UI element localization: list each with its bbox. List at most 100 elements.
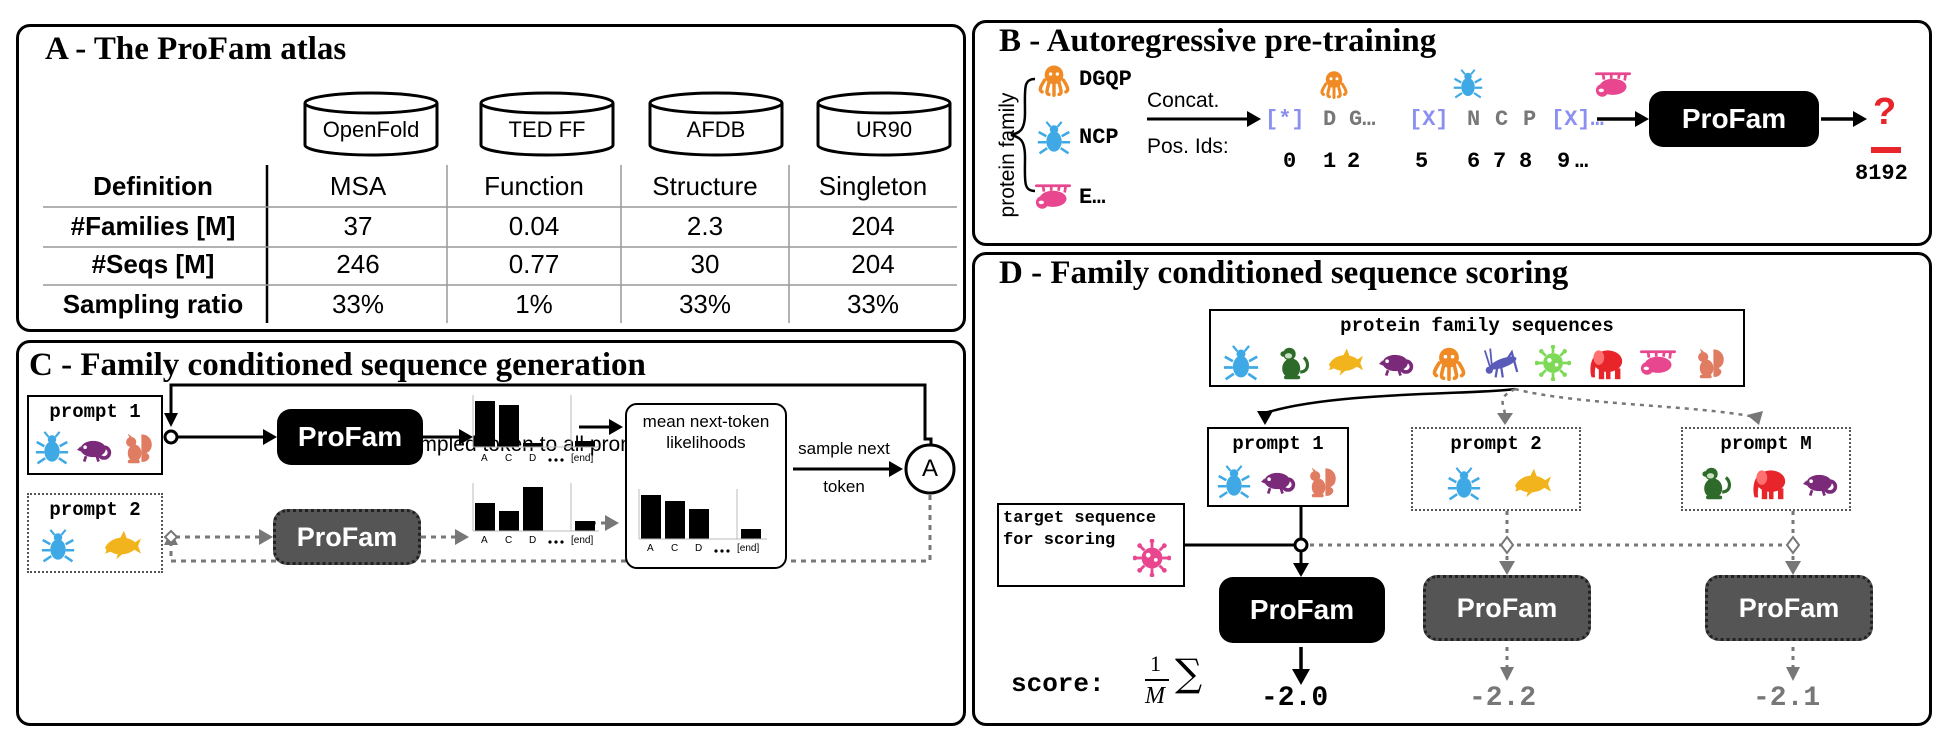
elephant-icon — [1749, 465, 1789, 501]
database-icon — [479, 103, 615, 157]
bar-end — [575, 521, 595, 531]
table-cell: Function — [484, 171, 584, 201]
database-label-afdb: AFDB — [686, 117, 746, 142]
target-sequence-box: target sequence for scoring — [997, 503, 1185, 587]
max-length: 8192 — [1855, 161, 1908, 186]
bar-label: [end] — [737, 543, 760, 554]
bar-d — [523, 487, 543, 531]
brace — [1010, 77, 1036, 193]
sum-symbol: ∑ — [1175, 651, 1203, 695]
database-label-ted: TED FF — [508, 117, 586, 142]
profam-model-c1: ProFam — [277, 409, 423, 465]
branch-arrow-M — [1514, 387, 1756, 419]
pos-ids-label: Pos. Ids: — [1147, 135, 1229, 158]
bar-label: [end] — [571, 453, 594, 464]
database-icon — [648, 103, 784, 157]
pos-id: 9 — [1557, 149, 1571, 174]
question-mark: ? — [1873, 91, 1897, 133]
prompt-1-box: prompt 1 — [27, 395, 163, 475]
pos-id: 0 — [1283, 149, 1297, 174]
aggregate-node — [904, 443, 956, 495]
sloth-icon — [1035, 179, 1071, 215]
pos-id: 1 — [1323, 149, 1337, 174]
chameleon-icon — [1261, 463, 1297, 499]
loop-arrow — [169, 383, 933, 461]
score-2: -2.2 — [1469, 683, 1537, 714]
question-underline — [1871, 147, 1901, 153]
prompt-2-box-d: prompt 2 — [1411, 427, 1581, 511]
database-icon-top — [303, 91, 439, 115]
bar-label: A — [481, 535, 488, 546]
aggregate-label: A — [921, 455, 938, 482]
prompt-1-box-d: prompt 1 — [1207, 427, 1349, 507]
likelihood-bars-1 — [472, 395, 599, 462]
table-cell: 204 — [851, 211, 895, 241]
database-icon-top — [816, 91, 952, 115]
panel-d-graphics — [1145, 387, 1801, 685]
branch-arrow-1 — [1263, 387, 1516, 417]
octopus-icon — [1319, 69, 1349, 99]
bug-icon — [1447, 467, 1481, 501]
panel-a-title: A - The ProFam atlas — [45, 31, 347, 67]
bar-label: D — [529, 535, 537, 546]
table-cell: 37 — [343, 211, 373, 241]
panel-c: C - Family conditioned sequence generati… — [16, 340, 966, 726]
profam-model-d1: ProFam — [1219, 577, 1385, 643]
bar-d — [523, 443, 543, 447]
squirrel-icon — [1305, 465, 1339, 499]
dolphin-icon — [1513, 465, 1551, 503]
panel-c-graphics — [163, 383, 956, 563]
table-cell: 33% — [678, 289, 732, 319]
target-label-1: target sequence — [1003, 509, 1157, 528]
join-node — [1293, 537, 1309, 553]
bar-c — [499, 511, 519, 531]
database-label-ur90: UR90 — [855, 117, 913, 142]
table-cell: 2.3 — [686, 211, 724, 241]
sequence-e: E… — [1079, 185, 1106, 210]
table-cell: MSA — [329, 171, 387, 201]
table-cell: Structure — [652, 171, 758, 201]
profam-model-b: ProFam — [1649, 91, 1819, 147]
monkey-icon — [1697, 465, 1733, 501]
token-start: [*] — [1265, 107, 1305, 132]
table-cell: 0.04 — [508, 211, 560, 241]
prompt-2-box: prompt 2 — [27, 493, 163, 573]
bar-label: C — [505, 453, 513, 464]
prompt-1-label: prompt 1 — [49, 401, 141, 423]
table-cell: 0.77 — [508, 249, 560, 279]
mean-likelihood-label: mean next-token likelihoods — [642, 412, 770, 452]
sloth-icon — [1595, 67, 1631, 103]
token: C — [1495, 107, 1509, 132]
bar-label: D — [529, 453, 537, 464]
prompt-2-label-d: prompt 2 — [1450, 433, 1542, 455]
fraction-denominator: M — [1145, 683, 1165, 709]
score-1: -2.0 — [1261, 683, 1329, 714]
token-separator: [X] — [1409, 107, 1449, 132]
pos-id: 5 — [1415, 149, 1429, 174]
token: G… — [1349, 107, 1376, 132]
family-sequences-box: protein family sequences — [1209, 309, 1745, 387]
database-label-openfold: OpenFold — [322, 117, 420, 142]
family-sequences-label: protein family sequences — [1340, 315, 1614, 337]
pos-id: 6 — [1467, 149, 1481, 174]
fraction-numerator: 1 — [1150, 651, 1161, 676]
bar-d — [689, 509, 709, 539]
prompt-2-label: prompt 2 — [49, 499, 141, 521]
bar-a — [475, 503, 495, 531]
score-label: score: — [1011, 669, 1105, 699]
database-cylinders — [43, 91, 957, 323]
bug-icon — [1453, 69, 1483, 99]
pos-id: 8 — [1519, 149, 1533, 174]
panel-d: D - Family conditioned sequence scoring … — [972, 252, 1932, 726]
prompt-1-label-d: prompt 1 — [1232, 433, 1324, 455]
prompt-m-box-d: prompt M — [1681, 427, 1851, 511]
row-header-families: #Families [M] — [70, 211, 236, 241]
join-node — [163, 429, 179, 445]
token: N — [1467, 107, 1481, 132]
mean-likelihood-box: mean next-token likelihoods A C D [end] — [625, 403, 787, 569]
token: D — [1323, 107, 1337, 132]
bar-c — [665, 501, 685, 539]
table-cell: Singleton — [818, 171, 928, 201]
bar-label: [end] — [571, 535, 594, 546]
pos-id: … — [1575, 149, 1589, 174]
